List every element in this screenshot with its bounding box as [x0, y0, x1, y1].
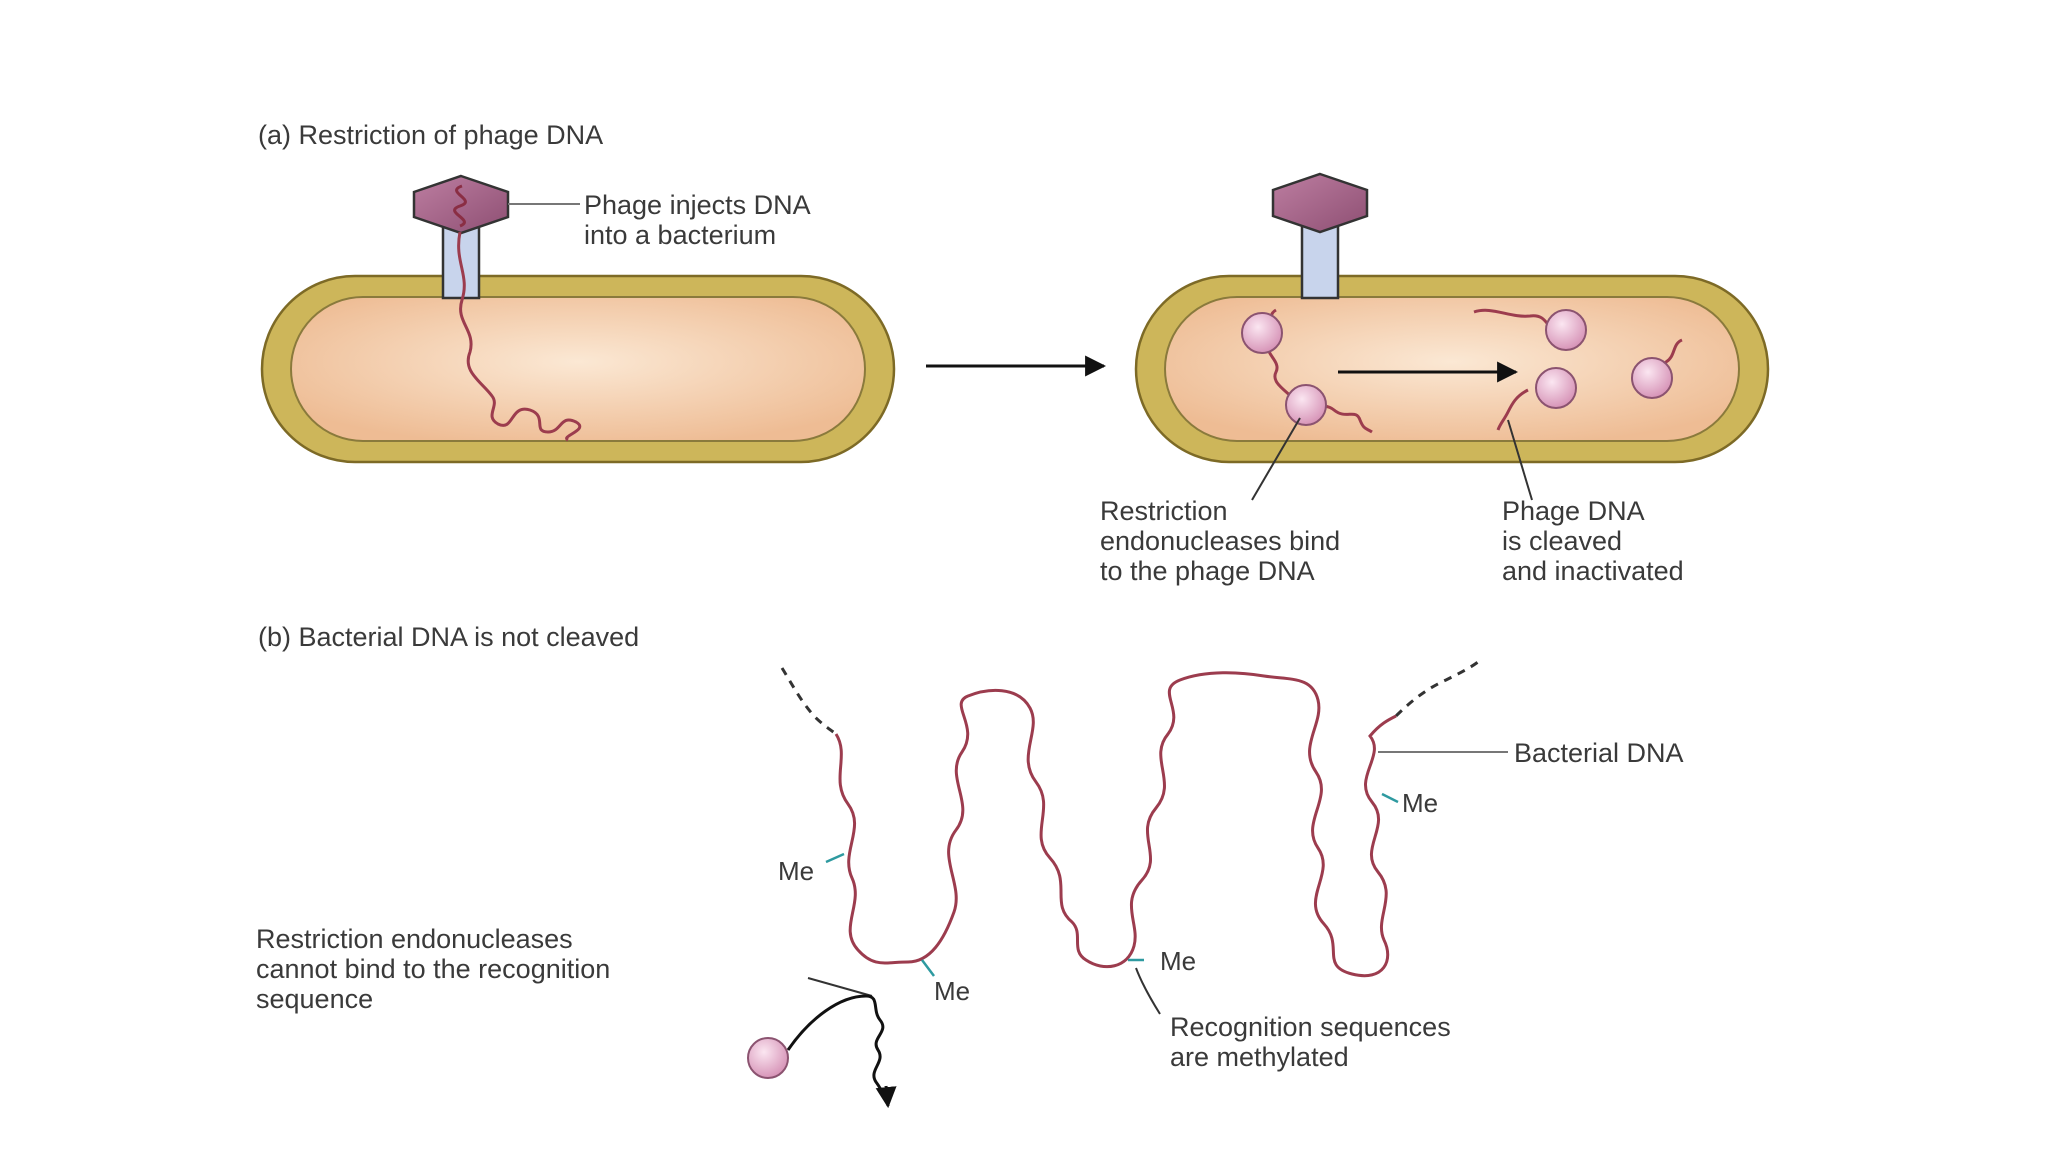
free-enzyme-arrow	[875, 1085, 897, 1109]
inject-label-line1: Phage injects DNA	[584, 190, 811, 220]
bacterial-dna-dashed-end	[1394, 660, 1479, 718]
methylated-label-line2: are methylated	[1170, 1042, 1349, 1072]
bacterial-dna-label: Bacterial DNA	[1514, 738, 1684, 768]
endonuclease-enzyme	[1535, 367, 1577, 409]
bacterial-dna-dashed-start	[780, 667, 837, 736]
free-enzyme-tail	[786, 994, 888, 1101]
endonuclease-leader	[1251, 417, 1301, 501]
methyl-tag: Me	[778, 856, 814, 886]
endonuclease-label-line1: Restriction	[1100, 496, 1228, 526]
cannot-bind-label-line3: sequence	[256, 984, 373, 1014]
bacterium-right	[1134, 274, 1770, 464]
endonuclease-enzyme	[1545, 309, 1587, 351]
phage-dna-fragment-3	[1496, 388, 1529, 431]
methyl-tag: Me	[1160, 946, 1196, 976]
endonuclease-enzyme	[1241, 312, 1283, 354]
cannot-bind-label-line2: cannot bind to the recognition	[256, 954, 610, 984]
bacterial-dna-strand	[834, 671, 1397, 978]
cleaved-label-line1: Phage DNA	[1502, 496, 1645, 526]
methyl-tick	[921, 959, 935, 977]
free-endonuclease-enzyme	[747, 1037, 789, 1079]
cleaved-label-line2: is cleaved	[1502, 526, 1622, 556]
cleaved-leader	[1507, 419, 1533, 501]
panel-b-heading: (b) Bacterial DNA is not cleaved	[258, 622, 639, 652]
cannot-bind-leader	[807, 977, 873, 997]
endonuclease-label-line2: endonucleases bind	[1100, 526, 1340, 556]
methyl-tick	[1381, 792, 1399, 804]
methyl-tag: Me	[1402, 788, 1438, 818]
cleaved-label-line3: and inactivated	[1502, 556, 1684, 586]
endonuclease-enzyme	[1631, 357, 1673, 399]
methylated-leader	[1135, 967, 1161, 1015]
endonuclease-enzyme	[1285, 384, 1327, 426]
methylated-label-line1: Recognition sequences	[1170, 1012, 1451, 1042]
methyl-tick	[825, 852, 845, 864]
inject-label-line2: into a bacterium	[584, 220, 776, 250]
phage-right	[1271, 172, 1369, 300]
panel-a-heading: (a) Restriction of phage DNA	[258, 120, 603, 150]
injected-phage-dna	[457, 231, 582, 442]
endonuclease-label-line3: to the phage DNA	[1100, 556, 1315, 586]
methyl-tag: Me	[934, 976, 970, 1006]
cannot-bind-label-line1: Restriction endonucleases	[256, 924, 573, 954]
bacterium-left	[260, 274, 896, 464]
